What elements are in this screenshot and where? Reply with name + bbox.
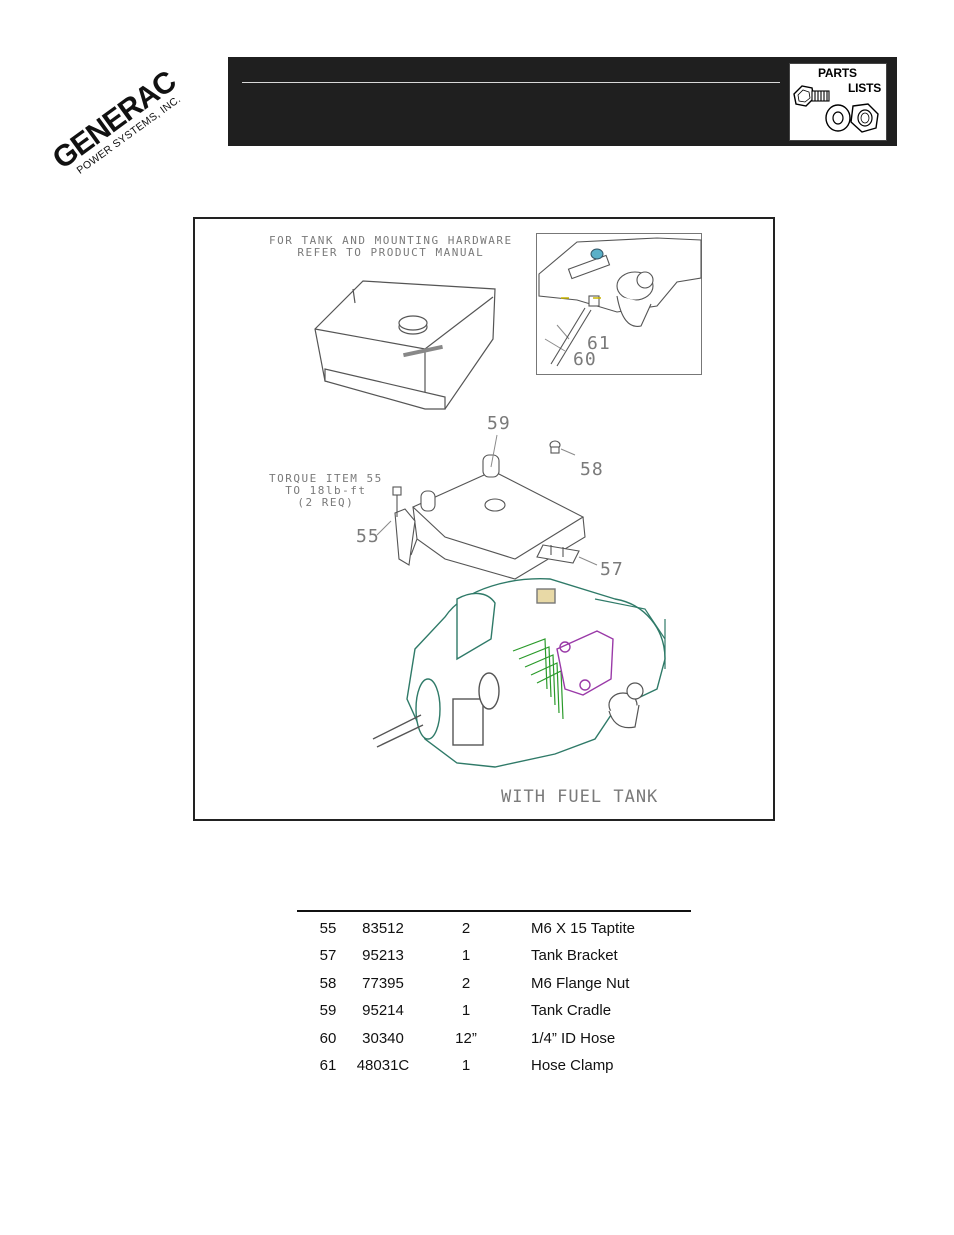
part-number: 95213 bbox=[362, 947, 404, 965]
parts-label: PARTS bbox=[818, 66, 857, 80]
quantity: 12” bbox=[455, 1029, 477, 1047]
item-number: 60 bbox=[319, 1029, 337, 1047]
header-rule bbox=[242, 82, 780, 83]
table-row: 58 77395 2 M6 Flange Nut bbox=[297, 967, 691, 994]
item-number: 61 bbox=[319, 1056, 337, 1074]
description: Hose Clamp bbox=[531, 1056, 614, 1074]
diagram-caption: WITH FUEL TANK bbox=[501, 787, 659, 807]
exploded-diagram: FOR TANK AND MOUNTING HARDWARE REFER TO … bbox=[193, 217, 775, 821]
table-row: 59 95214 1 Tank Cradle bbox=[297, 994, 691, 1021]
description: Tank Bracket bbox=[531, 947, 618, 965]
description: 1/4” ID Hose bbox=[531, 1029, 616, 1047]
quantity: 2 bbox=[461, 920, 471, 937]
item-number: 58 bbox=[319, 974, 337, 992]
part-number: 48031C bbox=[356, 1056, 410, 1074]
description: M6 Flange Nut bbox=[531, 974, 630, 992]
inset-detail bbox=[536, 233, 702, 375]
quantity: 2 bbox=[461, 974, 471, 992]
description: Tank Cradle bbox=[531, 1002, 612, 1020]
parts-lists-icon: PARTS LISTS bbox=[789, 63, 887, 141]
fuel-tank-drawing bbox=[314, 280, 496, 410]
callout-59: 59 bbox=[487, 413, 511, 434]
callout-57: 57 bbox=[600, 559, 624, 580]
callout-55: 55 bbox=[356, 526, 380, 547]
table-row: 55 83512 2 M6 X 15 Taptite bbox=[297, 912, 691, 939]
engine-drawing bbox=[372, 578, 666, 768]
mount-bracket bbox=[556, 630, 614, 696]
torque-note: TORQUE ITEM 55 TO 18lb-ft (2 REQ) bbox=[269, 472, 383, 509]
callout-58: 58 bbox=[580, 459, 604, 480]
table-row: 60 30340 12” 1/4” ID Hose bbox=[297, 1022, 691, 1049]
description: M6 X 15 Taptite bbox=[531, 920, 635, 937]
part-number: 77395 bbox=[362, 974, 404, 992]
item-number: 57 bbox=[319, 947, 337, 965]
logo-brand: GENERAC bbox=[52, 65, 182, 176]
table-row: 57 95213 1 Tank Bracket bbox=[297, 939, 691, 966]
part-number: 95214 bbox=[362, 1002, 404, 1020]
quantity: 1 bbox=[461, 947, 471, 965]
hardware-note: FOR TANK AND MOUNTING HARDWARE REFER TO … bbox=[269, 234, 513, 259]
callout-60: 60 bbox=[573, 349, 597, 370]
tank-cradle-drawing bbox=[394, 454, 586, 580]
table-top-rule bbox=[297, 910, 691, 912]
item-number: 59 bbox=[319, 1002, 337, 1020]
part-number: 83512 bbox=[362, 920, 404, 937]
parts-table: 55 83512 2 M6 X 15 Taptite 57 95213 1 Tank Brac… bbox=[297, 910, 691, 1076]
part-number: 30340 bbox=[362, 1029, 404, 1047]
generac-logo: GENERAC POWER SYSTEMS, INC. bbox=[47, 62, 222, 192]
callout-61: 61 bbox=[587, 333, 611, 354]
table-row: 61 48031C 1 Hose Clamp bbox=[297, 1049, 691, 1076]
lists-label: LISTS bbox=[848, 81, 882, 95]
quantity: 1 bbox=[461, 1002, 471, 1020]
quantity: 1 bbox=[461, 1056, 471, 1074]
item-number: 55 bbox=[319, 920, 337, 937]
header-banner: PARTS LISTS bbox=[228, 57, 897, 146]
